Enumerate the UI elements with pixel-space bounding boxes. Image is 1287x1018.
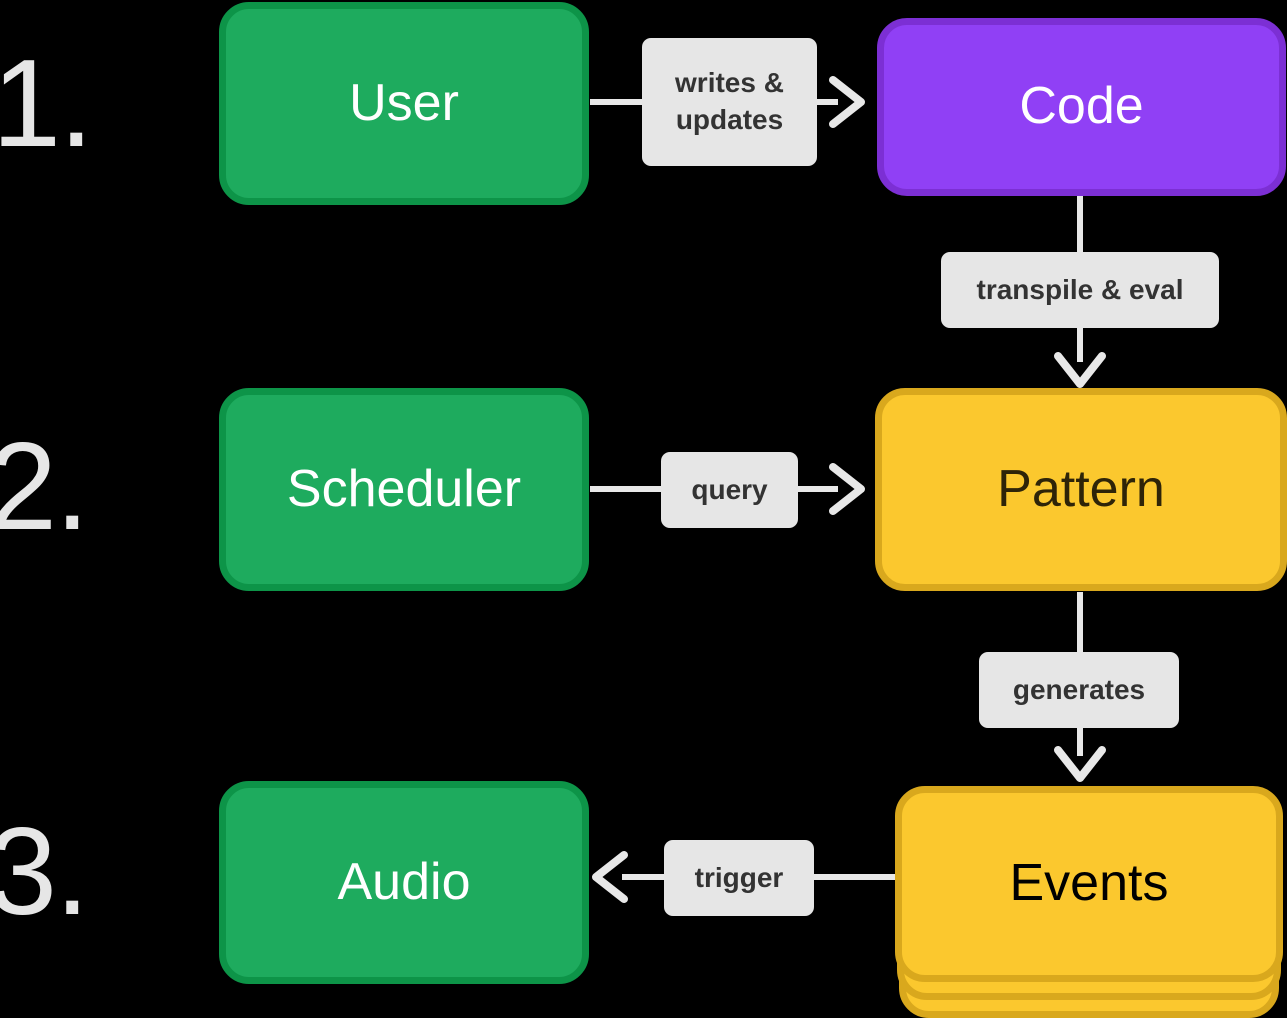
node-pattern[interactable]: Pattern (875, 388, 1287, 591)
arrowhead-user-to-code (829, 76, 865, 128)
node-pattern-label: Pattern (997, 459, 1165, 518)
node-events[interactable]: Events (895, 786, 1287, 1018)
edge-label-writes-updates: writes & updates (642, 38, 817, 166)
step-number-2: 2. (0, 418, 89, 556)
arrowhead-pattern-to-events (1054, 746, 1106, 782)
node-audio-label: Audio (337, 852, 471, 911)
step-number-1: 1. (0, 35, 93, 173)
node-events-stack-layer-front: Events (895, 786, 1283, 982)
edge-label-query: query (661, 452, 798, 528)
step-number-3: 3. (0, 803, 89, 941)
node-events-label: Events (1009, 854, 1169, 913)
node-user[interactable]: User (219, 2, 589, 205)
arrowhead-scheduler-to-pattern (829, 463, 865, 515)
node-code-label: Code (1019, 77, 1144, 136)
arrowhead-code-to-pattern (1054, 352, 1106, 388)
node-user-label: User (349, 73, 459, 132)
node-scheduler[interactable]: Scheduler (219, 388, 589, 591)
arrowhead-events-to-audio (592, 851, 628, 903)
node-scheduler-label: Scheduler (286, 459, 522, 518)
edge-label-transpile-eval: transpile & eval (941, 252, 1219, 328)
node-code[interactable]: Code (877, 18, 1286, 196)
edge-label-generates: generates (979, 652, 1179, 728)
node-audio[interactable]: Audio (219, 781, 589, 984)
edge-label-trigger: trigger (664, 840, 814, 916)
